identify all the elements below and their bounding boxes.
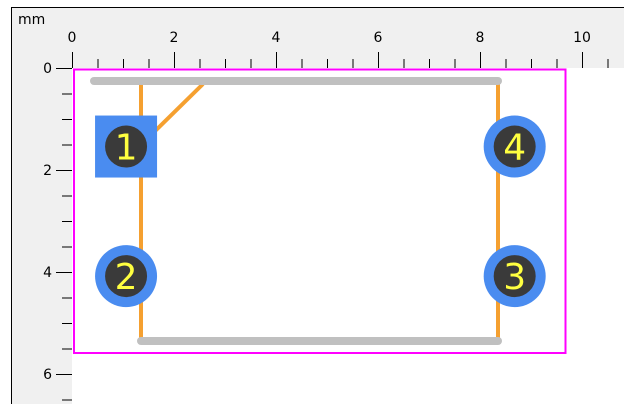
courtyard-outline [73, 68, 567, 354]
pad-4[interactable]: 4 [483, 115, 546, 178]
drill-hole [105, 125, 148, 168]
y-ruler-label: 0 [43, 61, 52, 77]
x-ruler-label: 10 [573, 30, 591, 46]
y-ruler-label: 4 [43, 265, 52, 281]
pad-number: 1 [115, 128, 138, 169]
x-ruler-label: 0 [68, 30, 77, 46]
rulers: mm [11, 7, 624, 404]
y-ruler-label: 6 [43, 367, 52, 383]
pad-2[interactable]: 2 [95, 245, 158, 308]
unit-label: mm [18, 12, 45, 28]
pad-number: 3 [503, 257, 526, 298]
pad-number: 2 [115, 257, 138, 298]
drill-hole [105, 255, 148, 298]
pad-1[interactable]: 1 [95, 115, 158, 178]
top-ruler [11, 7, 624, 68]
drill-hole [493, 255, 536, 298]
y-ruler-label: 2 [43, 163, 52, 179]
x-ruler-label: 4 [272, 30, 281, 46]
x-ruler-label: 2 [170, 30, 179, 46]
x-ruler-label: 6 [374, 30, 383, 46]
x-ruler-label: 8 [476, 30, 485, 46]
pad-number: 4 [503, 128, 526, 169]
drill-hole [493, 125, 536, 168]
pad-3[interactable]: 3 [483, 245, 546, 308]
silkscreen-outline [90, 77, 502, 345]
left-ruler [11, 7, 72, 404]
